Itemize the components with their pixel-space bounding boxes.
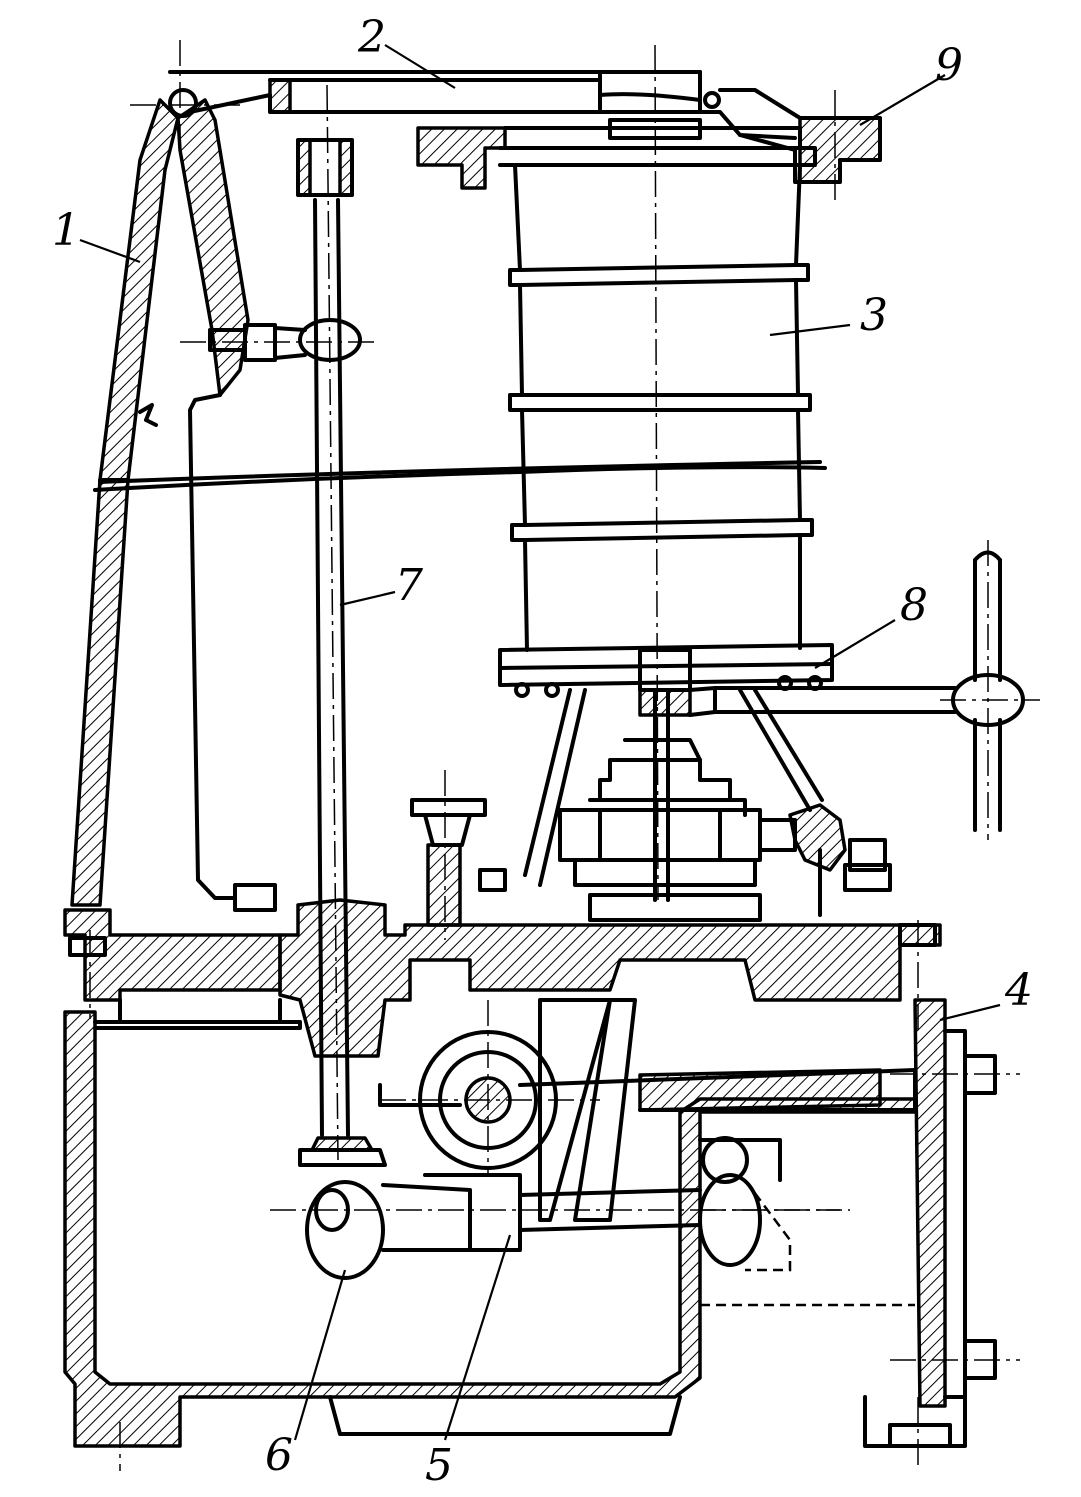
- leader-lines: [79, 44, 1001, 1441]
- lubricator: [410, 770, 487, 940]
- label-9: 9: [935, 40, 963, 91]
- top-bracket: [608, 88, 882, 200]
- label-5: 5: [425, 1440, 453, 1491]
- bearing-stack: [558, 738, 887, 922]
- label-8: 8: [900, 580, 928, 631]
- base-housing: [63, 898, 1020, 1471]
- base-bolts: [68, 863, 937, 1031]
- side-shaft: [638, 540, 1040, 840]
- label-3: 3: [860, 290, 888, 341]
- break-line: [93, 465, 827, 492]
- worm-gear: [378, 1000, 917, 1175]
- support-struts: [523, 688, 824, 902]
- cylinder-body: [508, 44, 814, 901]
- lever-arm: [168, 70, 721, 114]
- cylinder-top-flange: [416, 126, 817, 190]
- label-6: 6: [265, 1430, 293, 1481]
- frame-column: [70, 40, 250, 907]
- label-2: 2: [357, 12, 386, 63]
- label-4: 4: [1004, 965, 1033, 1016]
- right-pulley: [698, 1136, 915, 1307]
- bottom-plate: [498, 643, 834, 698]
- label-1: 1: [52, 205, 80, 256]
- label-7: 7: [395, 560, 423, 611]
